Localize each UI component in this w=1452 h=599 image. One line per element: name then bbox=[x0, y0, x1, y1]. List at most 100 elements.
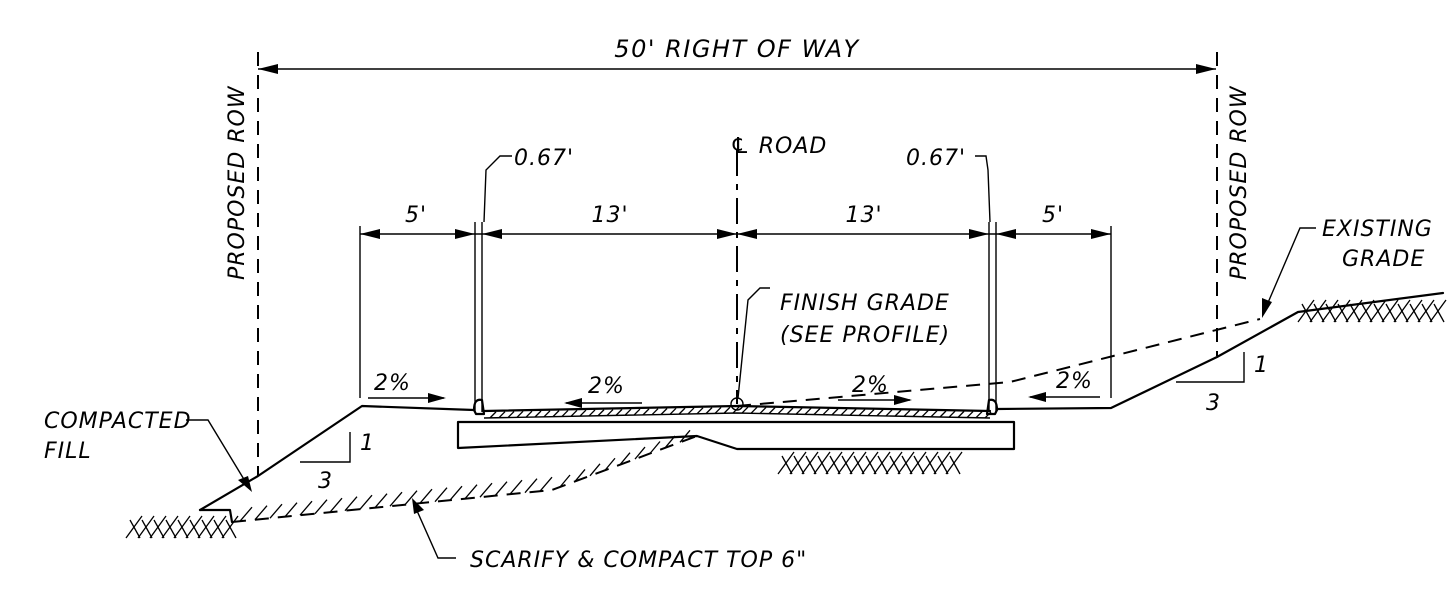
curb-left-label: 0.67' bbox=[514, 146, 574, 171]
pavement-hatch-stroke bbox=[678, 407, 686, 415]
pavement-hatch-stroke bbox=[858, 408, 866, 416]
finish-grade-label-1: FINISH GRADE bbox=[780, 291, 950, 316]
scarify-callout: SCARIFY & COMPACT TOP 6" bbox=[412, 498, 806, 573]
ground-hatch-stroke bbox=[781, 455, 793, 475]
ground-hatch-stroke bbox=[165, 519, 177, 539]
existing-grade-callout: EXISTING GRADE bbox=[1262, 217, 1433, 318]
slope-right-run: 3 bbox=[1206, 391, 1221, 416]
slope-left-walk-label: 2% bbox=[374, 371, 411, 396]
existing-grade-label-2: GRADE bbox=[1342, 247, 1425, 272]
pavement-hatch-stroke bbox=[633, 408, 641, 416]
dim-right-lane: 13' bbox=[845, 203, 882, 228]
pavement-hatch-stroke bbox=[714, 406, 722, 414]
existing-grade bbox=[198, 318, 1261, 524]
scarify-hatch-stroke bbox=[449, 485, 463, 501]
pavement-hatch-stroke bbox=[957, 410, 965, 418]
ground-hatch-left bbox=[125, 515, 239, 539]
ground-hatch-stroke bbox=[153, 519, 165, 539]
ground-hatch-stroke bbox=[805, 455, 817, 475]
ground-hatch-stroke bbox=[925, 455, 937, 475]
ground-hatch-stroke bbox=[841, 455, 853, 475]
scarify-hatch-stroke bbox=[269, 503, 283, 519]
extension-lines bbox=[359, 222, 1112, 412]
pavement-hatch-stroke bbox=[966, 411, 974, 419]
pavement-hatch-stroke bbox=[615, 408, 623, 416]
scarify-hatch-stroke bbox=[254, 505, 268, 521]
scarify-hatch bbox=[239, 429, 691, 522]
scarify-hatch-stroke bbox=[284, 502, 298, 518]
width-dimensions: 5' 13' 13' 5' bbox=[360, 203, 1111, 239]
ground-hatch-stroke bbox=[1421, 303, 1433, 323]
ground-hatch-stroke bbox=[949, 455, 961, 475]
ground-hatch-stroke bbox=[901, 455, 913, 475]
scarify-hatch-stroke bbox=[314, 499, 328, 515]
pavement-hatch-stroke bbox=[795, 407, 803, 415]
scarify-hatch-stroke bbox=[479, 482, 493, 498]
ground-hatch-stroke bbox=[853, 455, 865, 475]
slope-right-lane-label: 2% bbox=[852, 373, 889, 398]
slope-right-lane: 2% bbox=[838, 373, 912, 405]
scarify-hatch-stroke bbox=[524, 478, 538, 494]
ground-hatch-stroke bbox=[1313, 303, 1325, 323]
pavement-hatch-stroke bbox=[705, 407, 713, 415]
scarify-hatch-stroke bbox=[574, 469, 586, 482]
scarify-hatch-stroke bbox=[494, 481, 508, 497]
scarify-hatch-stroke bbox=[299, 500, 313, 516]
ground-hatch-stroke bbox=[1397, 303, 1409, 323]
pavement-hatch-stroke bbox=[930, 410, 938, 418]
pavement-hatch-stroke bbox=[489, 411, 497, 419]
slope-right-walk-label: 2% bbox=[1056, 369, 1093, 394]
pavement-hatch-stroke bbox=[840, 408, 848, 416]
scarify-hatch-stroke bbox=[559, 474, 571, 488]
ground-hatch-stroke bbox=[1385, 303, 1397, 323]
scarify-hatch-stroke bbox=[404, 490, 418, 506]
ground-hatch-stroke bbox=[817, 455, 829, 475]
proposed-row-right: PROPOSED ROW bbox=[1216, 52, 1252, 356]
pavement-hatch-stroke bbox=[570, 409, 578, 417]
dim-right-walk: 5' bbox=[1042, 203, 1064, 228]
existing-grade-label-1: EXISTING bbox=[1322, 217, 1433, 242]
pavement-hatch-stroke bbox=[588, 409, 596, 417]
ground-hatch-stroke bbox=[1361, 303, 1373, 323]
curb-right-label: 0.67' bbox=[906, 146, 966, 171]
ground-hatch-center bbox=[777, 451, 963, 475]
centerline-label: ℄ ROAD bbox=[730, 134, 827, 159]
pavement-hatch-stroke bbox=[534, 410, 542, 418]
compacted-fill-label-2: FILL bbox=[44, 439, 92, 464]
scarify-hatch-stroke bbox=[239, 506, 253, 522]
slope-right-rise: 1 bbox=[1254, 353, 1269, 378]
pavement-hatch-stroke bbox=[660, 408, 668, 415]
slope-ratio-left: 1 3 bbox=[300, 431, 374, 494]
pavement-hatch-stroke bbox=[885, 409, 893, 417]
scarify-hatch-stroke bbox=[619, 452, 631, 466]
pavement-hatch-stroke bbox=[606, 409, 614, 417]
pavement-hatch-stroke bbox=[642, 408, 650, 416]
pavement-hatch-stroke bbox=[831, 408, 839, 416]
ground-hatch-stroke bbox=[793, 455, 805, 475]
pavement-hatch-stroke bbox=[696, 407, 704, 415]
ground-hatch-stroke bbox=[865, 455, 877, 475]
ground-hatch-stroke bbox=[225, 519, 237, 539]
slope-left-lane-label: 2% bbox=[588, 374, 625, 399]
pavement-hatch-stroke bbox=[759, 406, 767, 414]
right-of-way-label: 50' RIGHT OF WAY bbox=[614, 35, 860, 63]
pavement-hatch-stroke bbox=[597, 409, 605, 417]
pavement-hatch-stroke bbox=[984, 411, 992, 419]
proposed-row-right-label: PROPOSED ROW bbox=[1227, 85, 1252, 280]
pavement-hatch-stroke bbox=[669, 407, 677, 415]
dim-left-lane: 13' bbox=[591, 203, 628, 228]
scarify-hatch-stroke bbox=[374, 493, 388, 509]
scarify-hatch-stroke bbox=[464, 484, 478, 500]
ground-hatch-stroke bbox=[141, 519, 153, 539]
pavement-hatch-stroke bbox=[516, 410, 524, 418]
ground-hatch-stroke bbox=[1325, 303, 1337, 323]
ground-hatch-stroke bbox=[1301, 303, 1313, 323]
scarify-hatch-stroke bbox=[664, 435, 676, 449]
ground-hatch-stroke bbox=[1409, 303, 1421, 323]
pavement-hatch-stroke bbox=[579, 409, 587, 417]
pavement-hatch-stroke bbox=[975, 411, 983, 419]
right-of-way-dimension: 50' RIGHT OF WAY bbox=[258, 35, 1216, 74]
centerline: ℄ ROAD bbox=[730, 134, 827, 404]
pavement-hatch-stroke bbox=[624, 408, 632, 416]
pavement-hatch-stroke bbox=[786, 407, 794, 415]
